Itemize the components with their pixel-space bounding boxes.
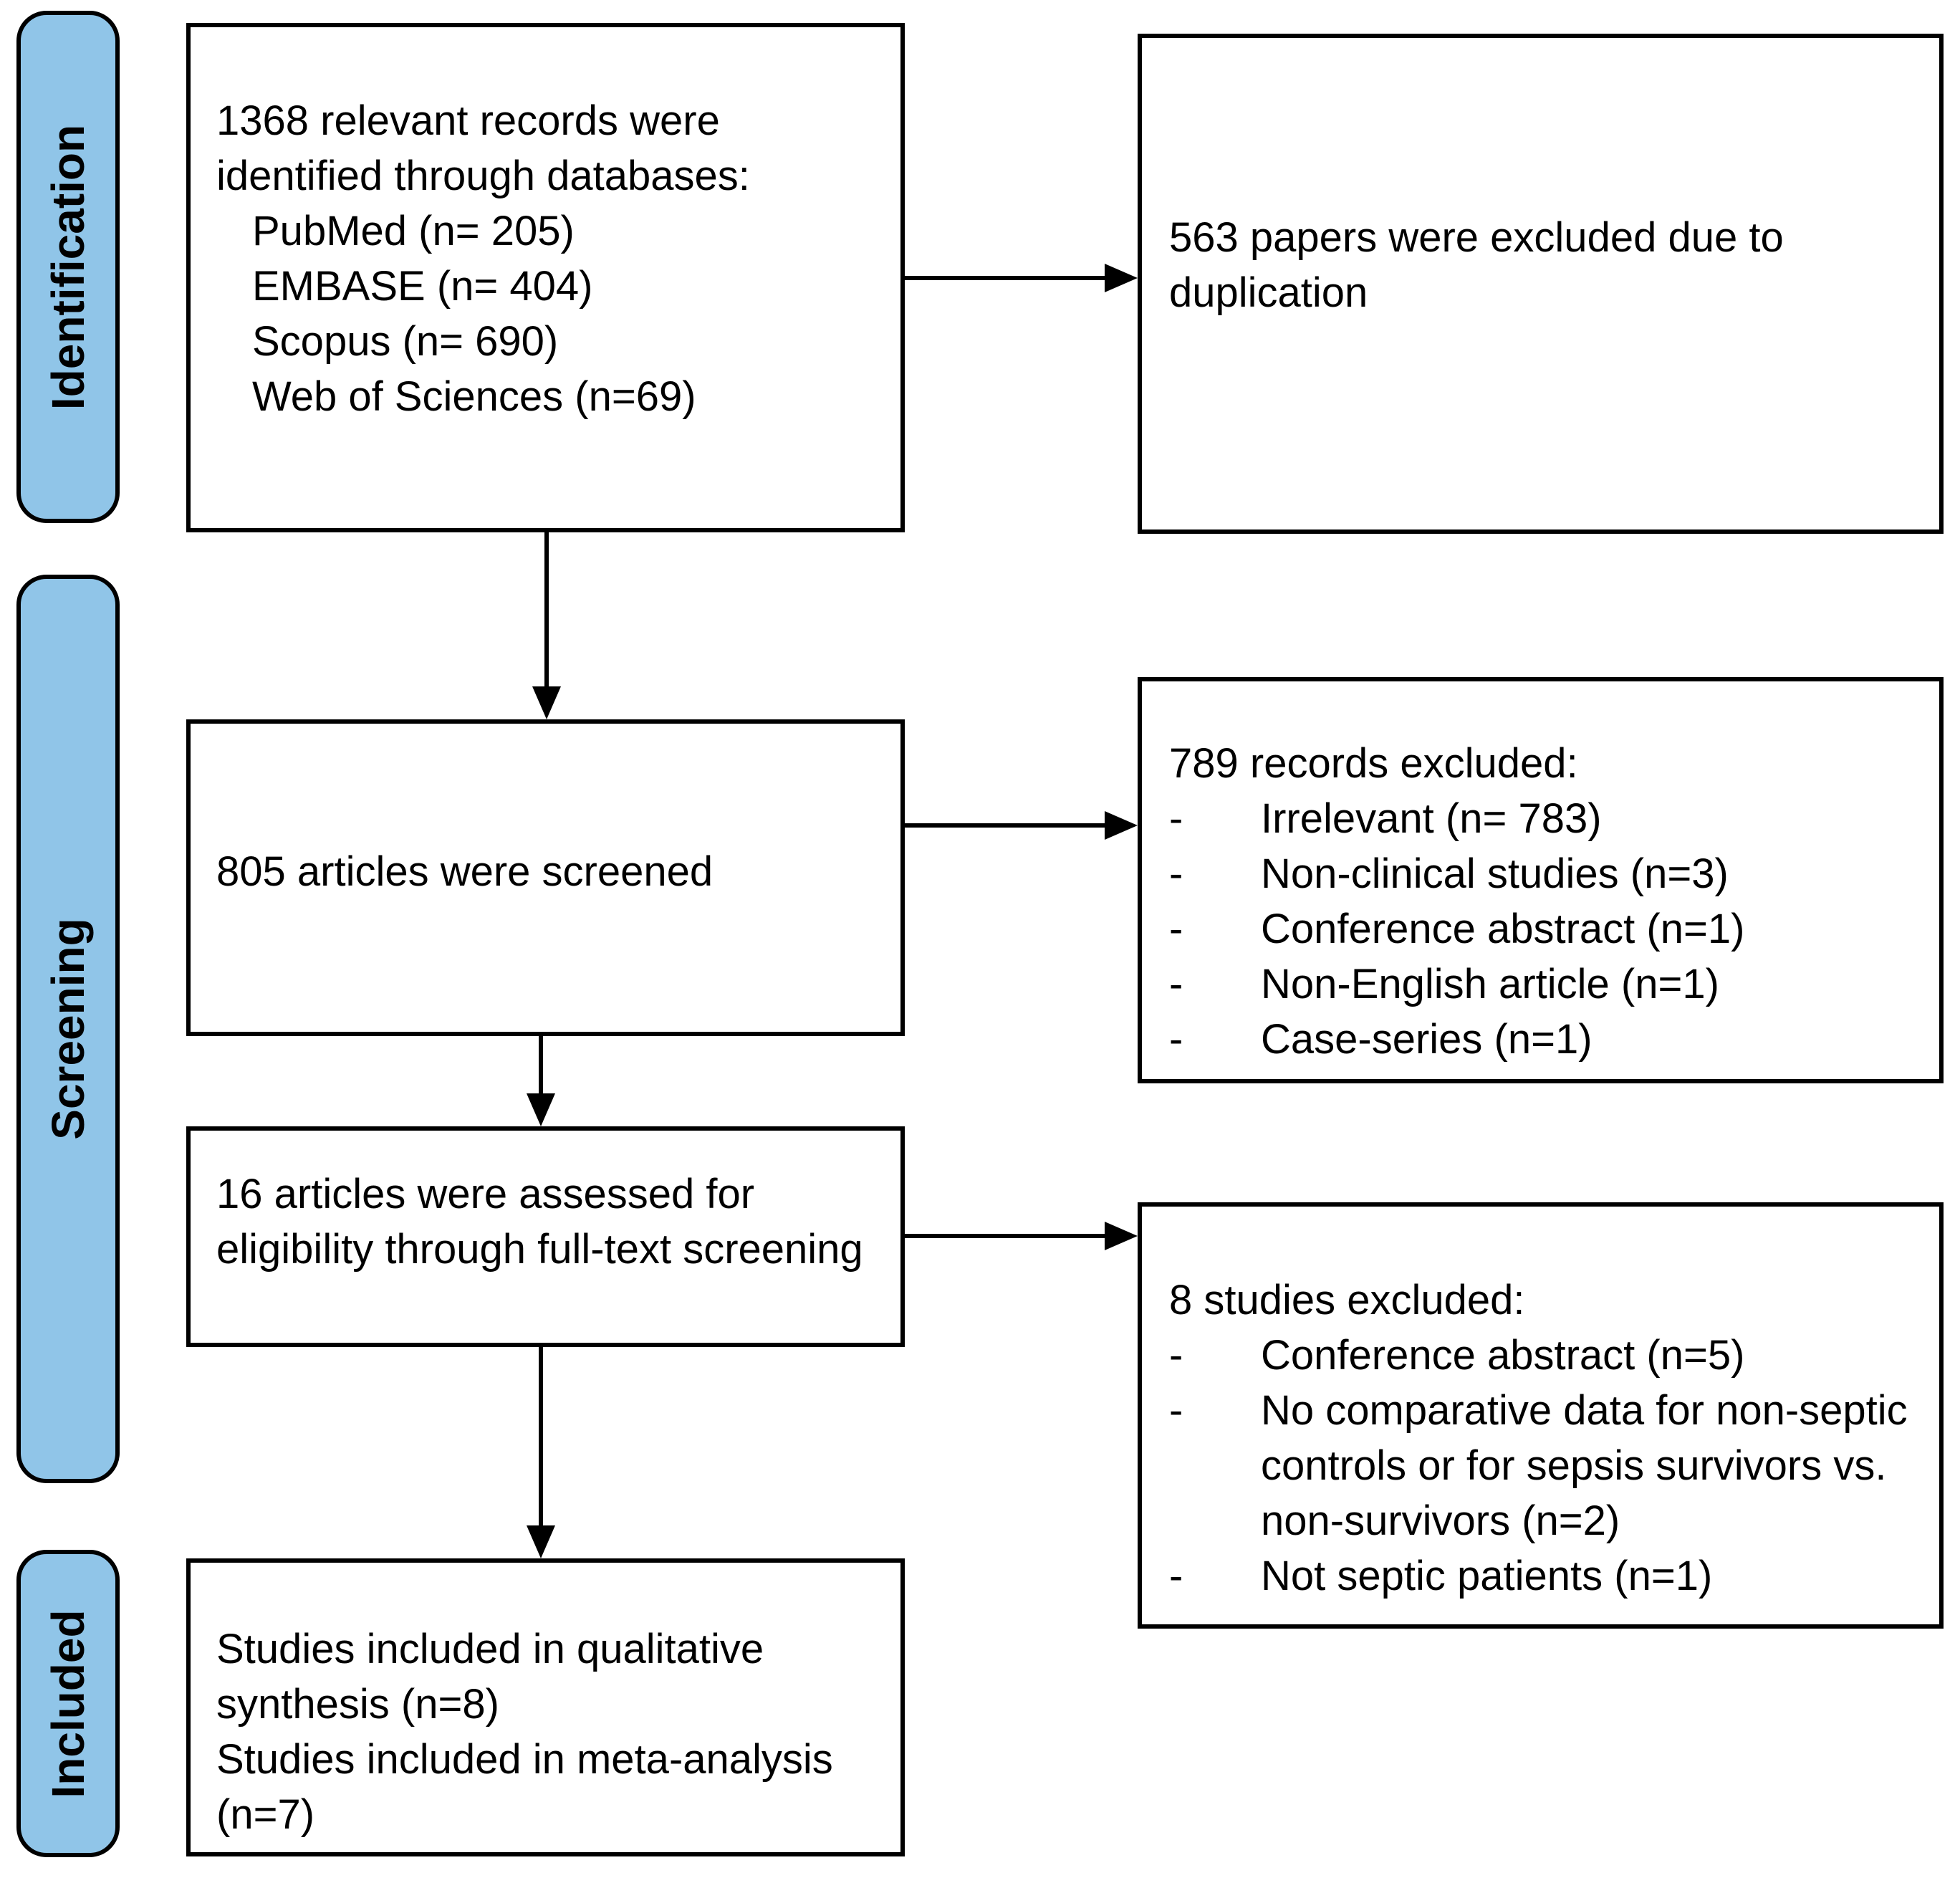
down-arrow-shaft-records-to-screened	[544, 532, 549, 688]
right-arrow-shaft-screened-to-excluded	[904, 823, 1105, 828]
down-arrow-shaft-fulltext-to-included	[539, 1346, 543, 1527]
ft-excluded-item-text: non-survivors (n=2)	[1261, 1498, 1620, 1544]
records-excluded-box: 789 records excluded: - Irrelevant (n= 7…	[1138, 677, 1944, 1083]
down-arrow-head-icon	[527, 1093, 555, 1126]
included-line-3: Studies included in meta-analysis	[216, 1736, 833, 1783]
bullet-dash: -	[1169, 795, 1183, 842]
duplicates-excluded-box: 563 papers were excluded due to duplicat…	[1138, 34, 1944, 534]
included-line-2: synthesis (n=8)	[216, 1681, 499, 1728]
stage-tab-identification: Identification	[16, 11, 120, 523]
bullet-dash-empty	[1169, 1438, 1261, 1493]
ft-excluded-item-text: controls or for sepsis survivors vs.	[1261, 1442, 1887, 1489]
fulltext-line-1: 16 articles were assessed for	[216, 1171, 755, 1217]
duplicates-excluded-text: 563 papers were excluded due to duplicat…	[1142, 38, 1939, 320]
right-arrow-shaft-fulltext-to-excluded	[904, 1234, 1105, 1238]
excluded-item-conference-abstract: - Conference abstract (n=1)	[1169, 901, 1928, 957]
studies-excluded-text: 8 studies excluded: - Conference abstrac…	[1142, 1207, 1939, 1604]
database-embase: EMBASE (n= 404)	[252, 263, 593, 310]
excluded-item-text: Irrelevant (n= 783)	[1261, 795, 1602, 842]
stage-tab-included: Included	[16, 1550, 120, 1857]
database-web-of-sciences: Web of Sciences (n=69)	[252, 373, 696, 420]
records-identified-text: 1368 relevant records were identified th…	[191, 27, 900, 424]
bullet-dash: -	[1169, 1332, 1183, 1379]
down-arrow-shaft-screened-to-fulltext	[539, 1035, 543, 1095]
excluded-item-non-english: - Non-English article (n=1)	[1169, 957, 1928, 1012]
screened-line: 805 articles were screened	[216, 848, 714, 895]
excluded-item-non-clinical: - Non-clinical studies (n=3)	[1169, 846, 1928, 901]
records-identified-box: 1368 relevant records were identified th…	[186, 23, 905, 532]
bullet-dash: -	[1169, 850, 1183, 897]
right-arrow-shaft-records-to-duplicates	[904, 276, 1105, 280]
excluded-item-text: Conference abstract (n=1)	[1261, 906, 1745, 952]
right-arrow-head-icon	[1105, 1222, 1138, 1250]
fulltext-line-2: eligibility through full-text screening	[216, 1226, 863, 1273]
ft-excluded-item-no-comparative-data: - No comparative data for non-septic	[1169, 1383, 1928, 1438]
bullet-dash: -	[1169, 1387, 1183, 1434]
included-line-1: Studies included in qualitative	[216, 1626, 764, 1672]
duplicates-line-2: duplication	[1169, 269, 1368, 316]
database-pubmed: PubMed (n= 205)	[252, 208, 575, 254]
included-line-4: (n=7)	[216, 1791, 315, 1838]
database-scopus: Scopus (n= 690)	[252, 318, 559, 365]
bullet-dash: -	[1169, 906, 1183, 952]
studies-excluded-heading: 8 studies excluded:	[1169, 1277, 1525, 1323]
studies-excluded-box: 8 studies excluded: - Conference abstrac…	[1138, 1202, 1944, 1629]
down-arrow-head-icon	[527, 1525, 555, 1558]
articles-screened-box: 805 articles were screened	[186, 719, 905, 1036]
ft-excluded-item-text: Conference abstract (n=5)	[1261, 1332, 1745, 1379]
records-excluded-text: 789 records excluded: - Irrelevant (n= 7…	[1142, 681, 1939, 1067]
studies-included-box: Studies included in qualitative synthesi…	[186, 1558, 905, 1856]
excluded-item-case-series: - Case-series (n=1)	[1169, 1012, 1928, 1067]
down-arrow-head-icon	[532, 686, 561, 719]
ft-excluded-item-text: Not septic patients (n=1)	[1261, 1553, 1713, 1599]
bullet-dash: -	[1169, 1553, 1183, 1599]
records-line-2: identified through databases:	[216, 153, 750, 199]
right-arrow-head-icon	[1105, 811, 1138, 840]
excluded-item-text: Case-series (n=1)	[1261, 1016, 1592, 1063]
ft-excluded-item-no-comparative-data-cont: controls or for sepsis survivors vs.	[1169, 1438, 1928, 1493]
bullet-dash: -	[1169, 961, 1183, 1007]
excluded-item-irrelevant: - Irrelevant (n= 783)	[1169, 791, 1928, 846]
stage-label-included: Included	[42, 1609, 94, 1798]
studies-included-text: Studies included in qualitative synthesi…	[191, 1563, 900, 1842]
records-line-1: 1368 relevant records were	[216, 97, 720, 144]
fulltext-assessed-box: 16 articles were assessed for eligibilit…	[186, 1126, 905, 1347]
stage-label-identification: Identification	[42, 124, 94, 410]
duplicates-line-1: 563 papers were excluded due to	[1169, 214, 1784, 261]
articles-screened-text: 805 articles were screened	[191, 724, 900, 899]
ft-excluded-item-text: No comparative data for non-septic	[1261, 1387, 1908, 1434]
ft-excluded-item-not-septic: - Not septic patients (n=1)	[1169, 1548, 1928, 1604]
stage-label-screening: Screening	[42, 918, 94, 1140]
fulltext-assessed-text: 16 articles were assessed for eligibilit…	[191, 1131, 900, 1277]
ft-excluded-item-conference-abstract: - Conference abstract (n=5)	[1169, 1328, 1928, 1383]
bullet-dash: -	[1169, 1016, 1183, 1063]
bullet-dash-empty	[1169, 1493, 1261, 1548]
right-arrow-head-icon	[1105, 264, 1138, 292]
stage-tab-screening: Screening	[16, 575, 120, 1483]
excluded-item-text: Non-clinical studies (n=3)	[1261, 850, 1729, 897]
excluded-item-text: Non-English article (n=1)	[1261, 961, 1719, 1007]
ft-excluded-item-no-comparative-data-cont: non-survivors (n=2)	[1169, 1493, 1928, 1548]
records-excluded-heading: 789 records excluded:	[1169, 740, 1578, 787]
